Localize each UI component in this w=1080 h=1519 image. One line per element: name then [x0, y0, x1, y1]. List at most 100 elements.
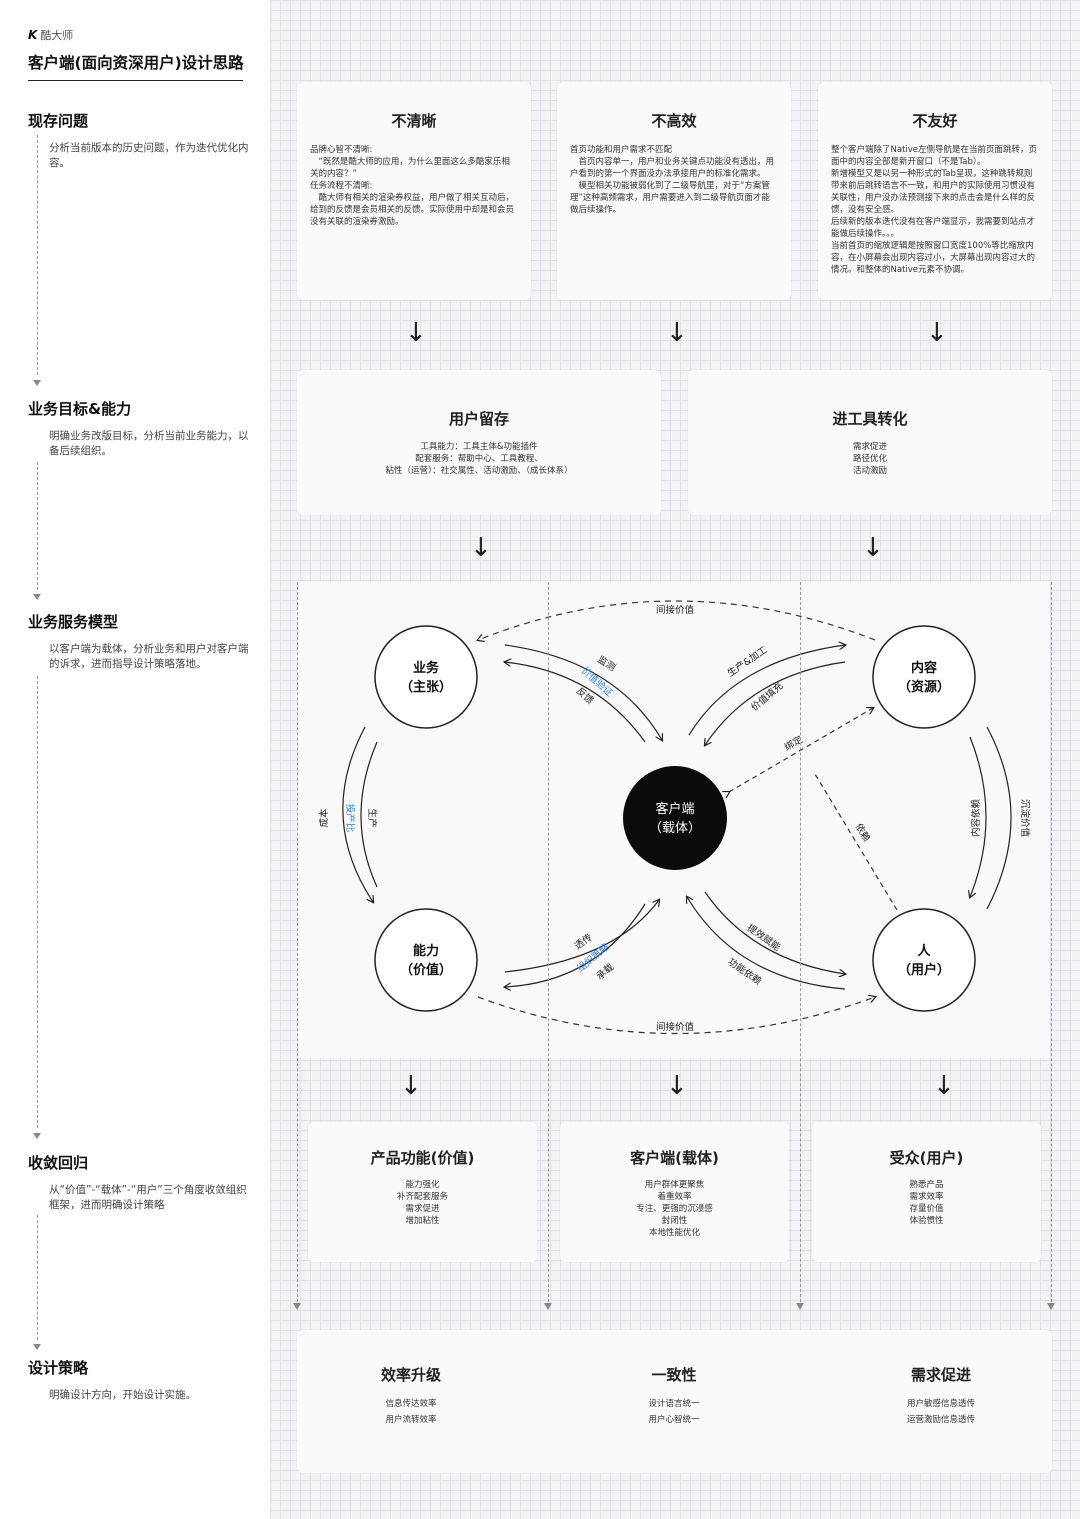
strategy-title: 需求促进: [910, 1366, 971, 1384]
strategy-lines: 用户敏感信息透传 运营激励信息透传: [827, 1396, 1055, 1428]
strategy-lines: 设计语言统一 用户心智统一: [560, 1396, 788, 1428]
converge-card: 客户端(载体) 用户群体更聚焦 着重效率 专注、更强的沉浸感 封闭性 本地性能优…: [560, 1122, 789, 1262]
problem-title: 不友好: [912, 112, 958, 130]
goal-line: 需求促进: [852, 442, 887, 452]
page-title: 客户端(面向资深用户)设计思路: [28, 51, 244, 81]
converge-line: 存量价值: [909, 1204, 944, 1214]
strategy-lines: 信息传达效率 用户流转效率: [297, 1396, 525, 1428]
column-guide-line: [800, 582, 801, 1307]
flow-arrow: ↓: [933, 1071, 955, 1101]
converge-lines: 熟悉产品 需求效率 存量价值 体验惯性: [812, 1179, 1041, 1227]
problem-line: 首页功能和用户需求不匹配: [570, 145, 673, 155]
edge-label: 监测: [595, 653, 617, 673]
column-guide-line: [297, 582, 298, 1307]
strategy-line: 信息传达效率: [385, 1399, 437, 1409]
monitor-arc: [504, 644, 662, 740]
converge-line: 能力强化: [405, 1180, 440, 1190]
timeline-arrow-3: [33, 1133, 41, 1139]
center-label: 客户端: [655, 801, 694, 817]
edge-label: 承载: [594, 961, 617, 983]
problem-line: “既然是酷大师的应用，为什么里面这么多酷家乐相关的内容？”: [310, 157, 510, 179]
node-label: 人: [917, 943, 931, 959]
strategy-line: 用户敏感信息透传: [906, 1399, 975, 1409]
node-label: （主张）: [400, 679, 452, 695]
column-guide-arrow: [293, 1303, 301, 1310]
section-title-problems: 现存问题: [28, 112, 89, 130]
timeline-line-2: [37, 462, 38, 590]
problem-text: 整个客户端除了Native左侧导航是在当前页面跳转，页面中的内容全部是新开窗口（…: [831, 144, 1039, 276]
problem-card: 不友好 整个客户端除了Native左侧导航是在当前页面跳转，页面中的内容全部是新…: [818, 82, 1052, 300]
problem-line: 任务流程不清晰:: [310, 181, 373, 191]
problem-card: 不高效 首页功能和用户需求不匹配 首页内容单一，用户和业务关键点功能没有透出，用…: [557, 82, 791, 300]
brand-logo: K 酷大师: [28, 27, 73, 43]
strategy-card: 一致性 设计语言统一 用户心智统一: [560, 1330, 788, 1473]
column-guide-arrow: [796, 1303, 804, 1310]
section-desc-problems: 分析当前版本的历史问题，作为迭代优化内容。: [49, 142, 249, 169]
converge-title: 客户端(载体): [630, 1149, 719, 1167]
node-label: 内容: [911, 660, 937, 676]
feedback-arc: [505, 662, 646, 743]
goal-card: 用户留存 工具能力：工具主体&功能插件 配套服务：帮助中心、工具教程、 粘性（运…: [297, 370, 661, 515]
edge-label: 成本: [318, 808, 330, 828]
content-node: [872, 625, 976, 729]
center-label: （载体）: [649, 821, 701, 836]
strategy-title: 效率升级: [380, 1366, 441, 1384]
column-guide-arrow: [1047, 1303, 1055, 1310]
value-fill-arc: [705, 661, 846, 745]
content-dep-arc: [970, 736, 987, 897]
efficiency-arc: [704, 891, 845, 974]
edge-label: 功能依赖: [726, 956, 764, 988]
problem-text: 首页功能和用户需求不匹配 首页内容单一，用户和业务关键点功能没有透出，用户看到的…: [570, 144, 778, 216]
strategy-card: 效率升级 信息传达效率 用户流转效率: [297, 1330, 525, 1473]
goal-line: 工具能力：工具主体&功能插件: [420, 442, 538, 452]
problem-line: 品牌心智不清晰:: [310, 145, 373, 155]
section-title-strategy: 设计策略: [28, 1359, 89, 1377]
flow-arrow: ↓: [405, 318, 427, 348]
timeline-arrow-4: [33, 1344, 41, 1350]
problem-line: 新增模型又是以另一种形式的Tab呈现，这种跳转规则带来前后跳转语言不一致，和用户…: [831, 169, 1036, 215]
converge-lines: 用户群体更聚焦 着重效率 专注、更强的沉浸感 封闭性 本地性能优化: [560, 1179, 789, 1239]
flow-arrow: ↓: [666, 318, 688, 348]
cost-arc: [342, 726, 373, 902]
converge-line: 着重效率: [657, 1192, 692, 1202]
edge-label: 反馈: [574, 685, 597, 707]
converge-line: 熟悉产品: [909, 1180, 944, 1190]
problem-line: 酷大师有相关的渲染券权益，用户做了相关互动后，给到的反馈是会员相关的反馈。实际使…: [310, 193, 515, 227]
column-guide-arrow: [544, 1303, 552, 1310]
indirect-value-top-arc: [478, 600, 876, 640]
converge-line: 补齐配套服务: [396, 1192, 448, 1202]
ability-node: [374, 908, 478, 1012]
strategy-line: 用户心智统一: [648, 1415, 700, 1425]
strategy-line: 设计语言统一: [648, 1399, 700, 1409]
logo-k-icon: K: [28, 28, 38, 42]
node-label: （资源）: [898, 679, 950, 695]
section-title-goals: 业务目标&能力: [28, 400, 132, 418]
strategy-line: 用户流转效率: [385, 1415, 437, 1425]
goal-line: 配套服务：帮助中心、工具教程、: [415, 454, 543, 464]
edge-label: 依赖: [853, 821, 873, 844]
column-guide-line: [1051, 582, 1052, 1307]
flow-arrow: ↓: [666, 1071, 688, 1101]
node-label: 业务: [413, 660, 440, 676]
edge-label: 间接价值: [656, 604, 695, 616]
strategy-card: 需求促进 用户敏感信息透传 运营激励信息透传: [827, 1330, 1055, 1473]
carry-arc: [505, 903, 646, 987]
goal-title: 进工具转化: [832, 410, 908, 428]
problem-title: 不清晰: [391, 112, 437, 130]
left-sidebar: K 酷大师 客户端(面向资深用户)设计思路 现存问题 分析当前版本的历史问题，作…: [0, 0, 270, 1519]
user-node: [872, 908, 976, 1012]
problem-line: 首页内容单一，用户和业务关键点功能没有透出，用户看到的第一个界面没办法承接用户的…: [570, 157, 775, 179]
func-dep-arc: [687, 897, 846, 990]
timeline-line-4: [37, 1215, 38, 1340]
edge-label: 投产比: [344, 804, 356, 833]
strategy-panel: 效率升级 信息传达效率 用户流转效率 一致性 设计语言统一 用户心智统一 需求促…: [297, 1330, 1052, 1473]
converge-card: 产品功能(价值) 能力强化 补齐配套服务 需求促进 增加粘性: [308, 1122, 537, 1262]
strategy-line: 运营激励信息透传: [906, 1415, 975, 1425]
converge-line: 封闭性: [661, 1216, 688, 1226]
node-label: （用户）: [898, 962, 950, 978]
timeline-line-1: [37, 135, 38, 375]
edge-label: 内容依赖: [970, 799, 982, 838]
converge-title: 受众(用户): [889, 1149, 964, 1167]
bind-line: [729, 708, 873, 792]
problem-line: 整个客户端除了Native左侧导航是在当前页面跳转，页面中的内容全部是新开窗口（…: [831, 145, 1038, 167]
